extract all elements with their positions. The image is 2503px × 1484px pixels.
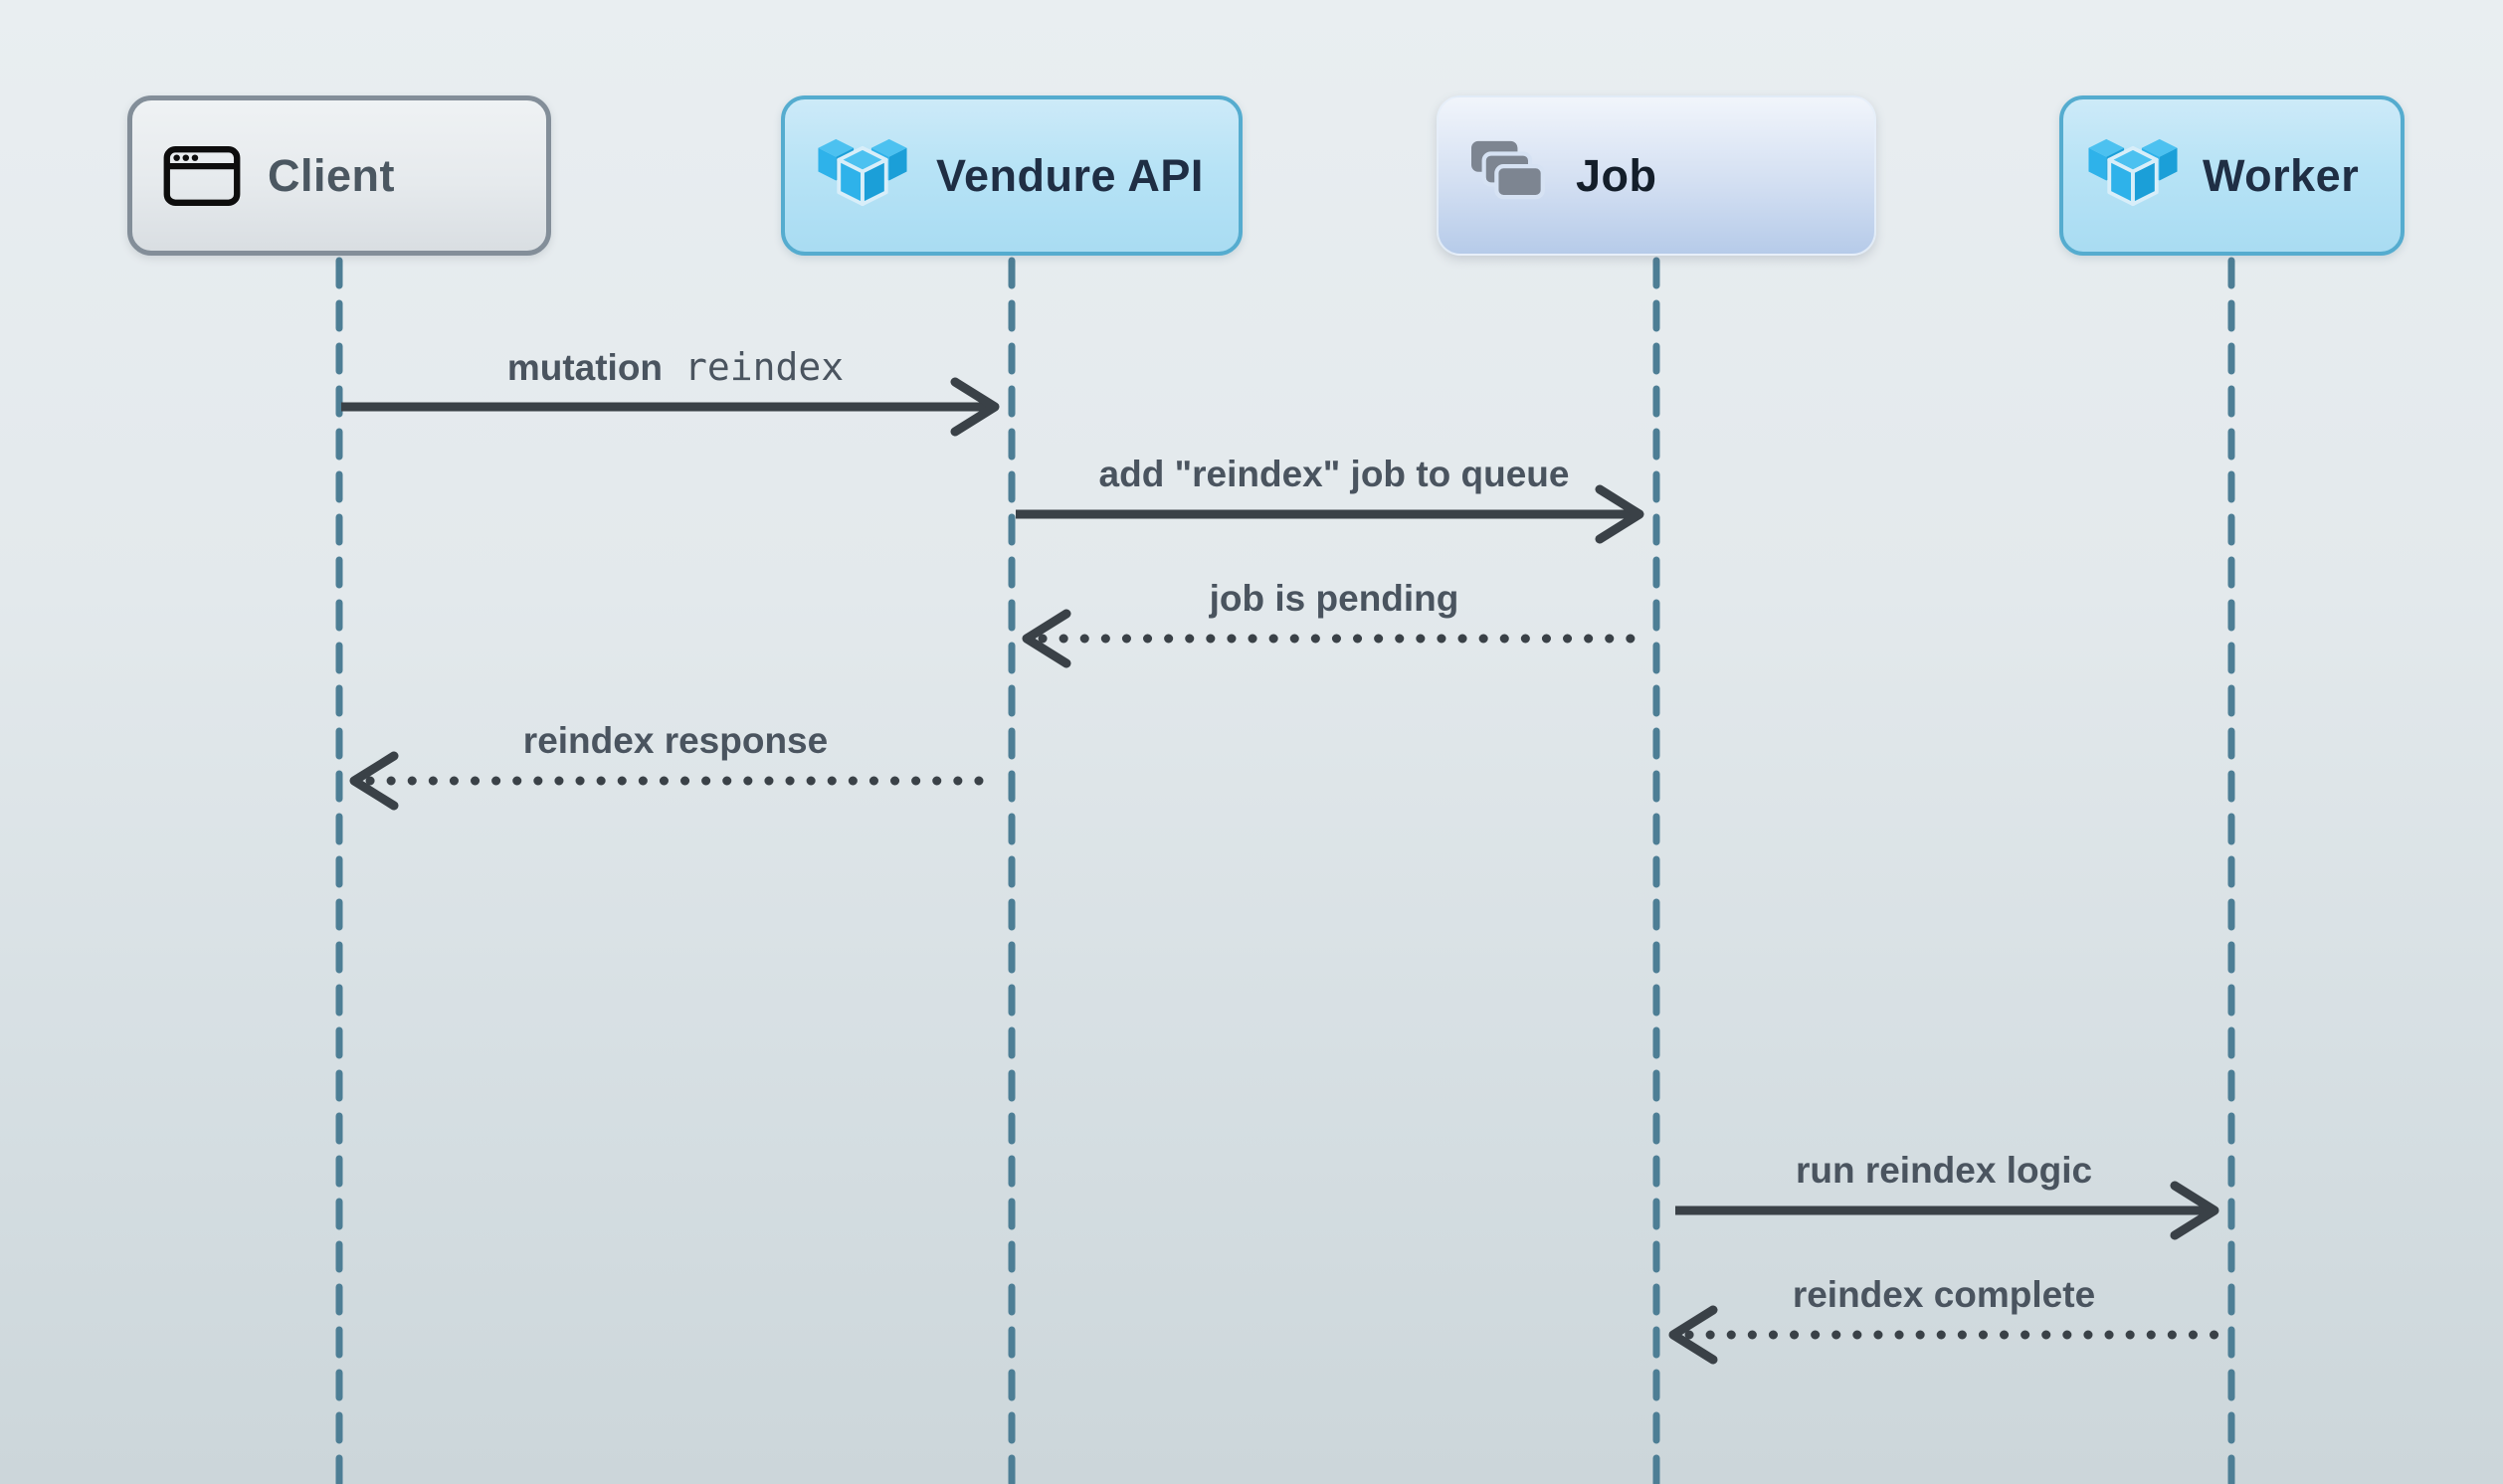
- actor-label: Vendure API: [936, 149, 1204, 201]
- message-arrow-reindex-response: [349, 751, 1000, 811]
- message-label-reindex-complete: reindex complete: [1793, 1273, 2095, 1317]
- message-text: add "reindex" job to queue: [1098, 454, 1570, 494]
- message-arrow-mutation-reindex: [341, 377, 1000, 437]
- arrowhead-left-icon: [1022, 609, 1071, 668]
- message-text: reindex complete: [1792, 1274, 2096, 1315]
- arrowhead-right-icon: [950, 377, 1000, 437]
- stacked-cards-icon: [1471, 140, 1545, 199]
- message-text: run reindex logic: [1795, 1150, 2093, 1191]
- arrowhead-left-icon: [1668, 1305, 1718, 1365]
- message-arrow-run-reindex: [1675, 1181, 2219, 1240]
- vendure-logo-icon: [818, 138, 907, 206]
- message-label-job-pending: job is pending: [1210, 577, 1459, 621]
- actor-box-worker: Worker: [2059, 95, 2405, 256]
- actor-label: Client: [268, 149, 396, 201]
- arrowhead-left-icon: [349, 751, 399, 811]
- message-arrow-job-pending: [1022, 609, 1648, 668]
- browser-window-icon: [163, 145, 241, 206]
- message-label-mutation-reindex: mutation reindex: [507, 345, 844, 390]
- arrowhead-right-icon: [1595, 484, 1644, 544]
- message-code-text: reindex: [684, 345, 845, 389]
- actor-box-client: Client: [127, 95, 551, 256]
- message-text: mutation: [506, 347, 664, 388]
- message-arrow-reindex-complete: [1668, 1305, 2221, 1365]
- vendure-logo-icon: [2088, 138, 2178, 206]
- message-text: job is pending: [1209, 578, 1459, 619]
- message-label-reindex-response: reindex response: [523, 719, 828, 763]
- message-label-add-job: add "reindex" job to queue: [1099, 453, 1570, 496]
- arrowhead-right-icon: [2170, 1181, 2219, 1240]
- message-label-run-reindex: run reindex logic: [1796, 1149, 2092, 1193]
- actor-label: Worker: [2203, 149, 2360, 201]
- message-text: reindex response: [522, 720, 829, 761]
- actor-box-job: Job: [1437, 95, 1876, 256]
- actor-label: Job: [1576, 149, 1657, 201]
- message-arrow-add-job: [1016, 484, 1644, 544]
- actor-box-vendure-api: Vendure API: [781, 95, 1243, 256]
